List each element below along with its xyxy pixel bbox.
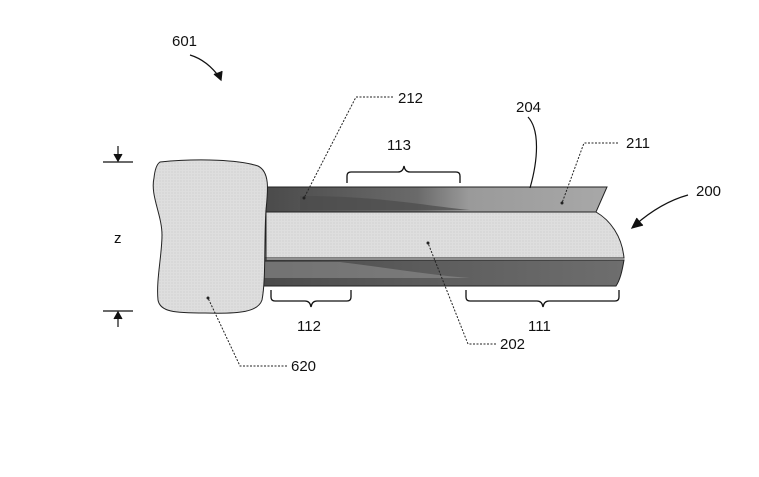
leader-lines-solid bbox=[189, 54, 689, 229]
dimension-z bbox=[103, 146, 133, 327]
leader-lines bbox=[207, 96, 618, 367]
cap-body bbox=[152, 159, 269, 314]
braces bbox=[270, 165, 620, 308]
label-202: 202 bbox=[500, 336, 525, 353]
bottom-layer-taper bbox=[262, 262, 470, 278]
label-113: 113 bbox=[387, 137, 411, 154]
label-620: 620 bbox=[291, 358, 316, 375]
core-layer bbox=[243, 211, 625, 259]
leader-dots bbox=[206, 196, 564, 300]
label-200: 200 bbox=[696, 183, 721, 200]
top-layer-taper bbox=[300, 196, 470, 210]
label-z: z bbox=[114, 230, 122, 247]
label-211: 211 bbox=[626, 135, 650, 152]
label-figure: 601 bbox=[172, 33, 197, 50]
label-204: 204 bbox=[516, 99, 541, 116]
label-212: 212 bbox=[398, 90, 423, 107]
label-112: 112 bbox=[297, 318, 321, 335]
label-111: 111 bbox=[528, 318, 551, 335]
